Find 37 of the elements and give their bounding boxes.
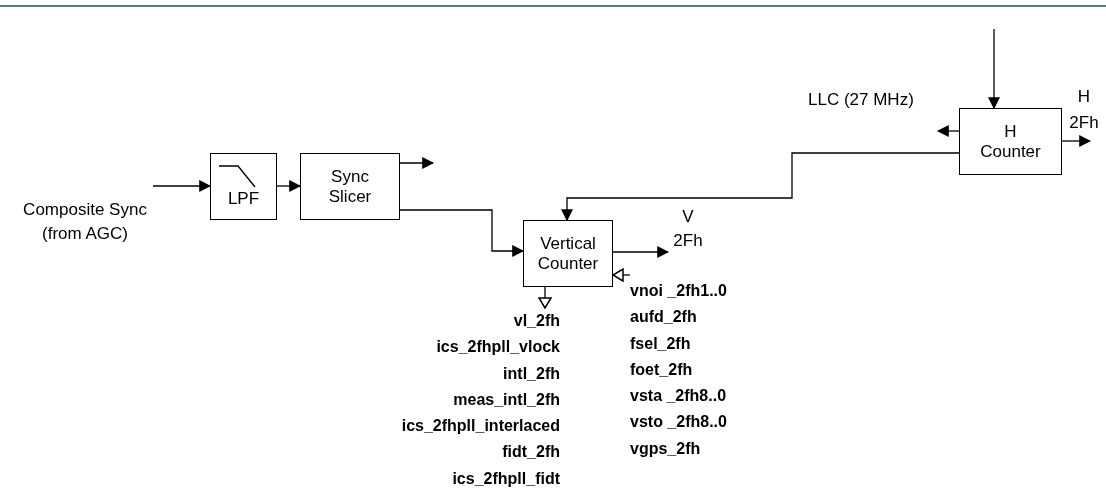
process-box <box>300 153 400 220</box>
signal-name: vgps_2fh <box>630 439 701 457</box>
signal-name: fsel_2fh <box>630 334 691 352</box>
signal-name: ics_2fhpll_vlock <box>436 338 560 356</box>
arrow <box>1061 135 1092 147</box>
signal-name: ics_2fhpll_fidt <box>452 469 560 487</box>
block-label: Vertical Counter <box>536 233 600 274</box>
arrow <box>399 209 525 257</box>
signal-name: ics_2fhpll_interlaced <box>401 417 560 435</box>
signal-name: vsta _2fh8..0 <box>630 387 727 405</box>
signal-name: intl_2fh <box>503 364 560 382</box>
arrow <box>936 125 960 137</box>
signal-label: V 2Fh <box>672 206 704 252</box>
arrow <box>152 180 212 192</box>
signal-label: Composite Sync (from AGC) <box>22 199 148 245</box>
signal-name: foet_2fh <box>630 360 693 378</box>
arrow <box>561 152 960 222</box>
signal-name: vsto _2fh8..0 <box>630 413 727 431</box>
arrow <box>988 28 1000 110</box>
signal-name: vnoi _2fh1..0 <box>630 282 727 299</box>
signal-name: aufd_2fh <box>630 308 697 326</box>
signal-name: vl_2fh <box>513 312 560 329</box>
block-label: LPF <box>227 189 260 209</box>
arrow <box>538 286 552 309</box>
process-box <box>523 220 613 287</box>
signal-name: meas_intl_2fh <box>453 390 560 408</box>
signal-label: LLC (27 MHz) <box>808 89 915 111</box>
block-label: H Counter <box>979 121 1042 162</box>
block-label: Sync Slicer <box>327 166 373 207</box>
arrow <box>399 157 435 169</box>
filter-block <box>210 153 277 220</box>
signal-name: fidt_2fh <box>502 443 560 461</box>
process-box <box>959 108 1062 175</box>
arrow <box>612 268 631 282</box>
arrow <box>276 180 302 192</box>
signal-label: H 2Fh <box>1068 86 1100 134</box>
arrow <box>612 246 670 258</box>
